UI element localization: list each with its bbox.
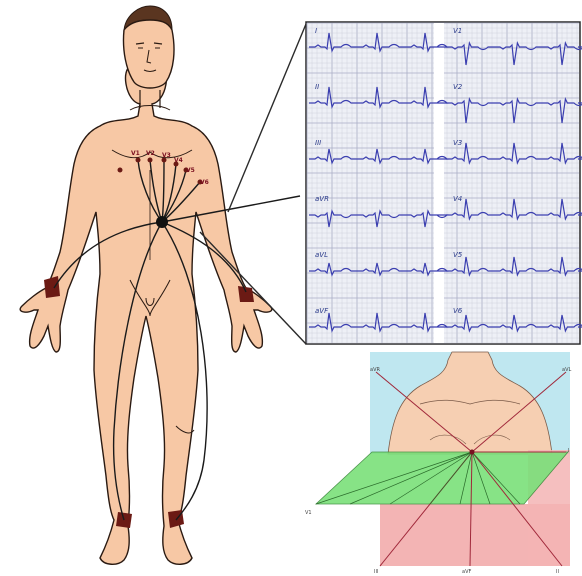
lead-label-v4: V4 (453, 195, 462, 203)
lead-label-v2: V2 (453, 83, 463, 91)
lead-label-v1: V1 (453, 27, 462, 35)
chest-label-v4: V4 (174, 157, 183, 164)
plane-label-avr: aVR (370, 367, 380, 373)
electrode-icon (238, 286, 254, 302)
chest-label-v3: V3 (162, 152, 171, 159)
lead-label-v6: V6 (453, 307, 463, 315)
electrode-hub (156, 216, 168, 228)
chest-label-v6: V6 (200, 179, 209, 186)
lead-label-v5: V5 (453, 251, 463, 259)
lead-label-avr: aVR (315, 195, 329, 203)
lead-label-iii: III (315, 139, 321, 147)
plane-label-iii: III (374, 569, 378, 575)
lead-label-avl: aVL (315, 251, 328, 259)
chest-label-v5: V5 (186, 167, 195, 174)
electrode-icon (136, 158, 141, 163)
plane-label-i: I (568, 448, 569, 454)
horizontal-plane (316, 452, 568, 504)
plane-label-avf: aVF (462, 569, 471, 575)
body-silhouette (20, 62, 272, 564)
plane-label-v1: V1 (305, 510, 312, 516)
plane-label-ii: II (556, 569, 559, 575)
chest-label-v2: V2 (146, 150, 155, 157)
lead-label-ii: II (315, 83, 319, 91)
ecg-panel: I II III aVR aVL aVF V1 V2 V3 V4 V5 V6 (306, 22, 582, 344)
lead-label-v3: V3 (453, 139, 462, 147)
electrode-icon (118, 168, 123, 173)
magnifier-line-top (228, 24, 306, 212)
lead-planes-inset: aVR aVL I V1 III aVF II (305, 352, 571, 575)
plane-label-avl: aVL (562, 367, 571, 373)
chest-label-v1: V1 (131, 150, 140, 157)
electrode-icon (44, 276, 60, 298)
lead-label-avf: aVF (315, 307, 329, 315)
electrode-icon (148, 158, 153, 163)
lead-label-i: I (315, 27, 317, 35)
